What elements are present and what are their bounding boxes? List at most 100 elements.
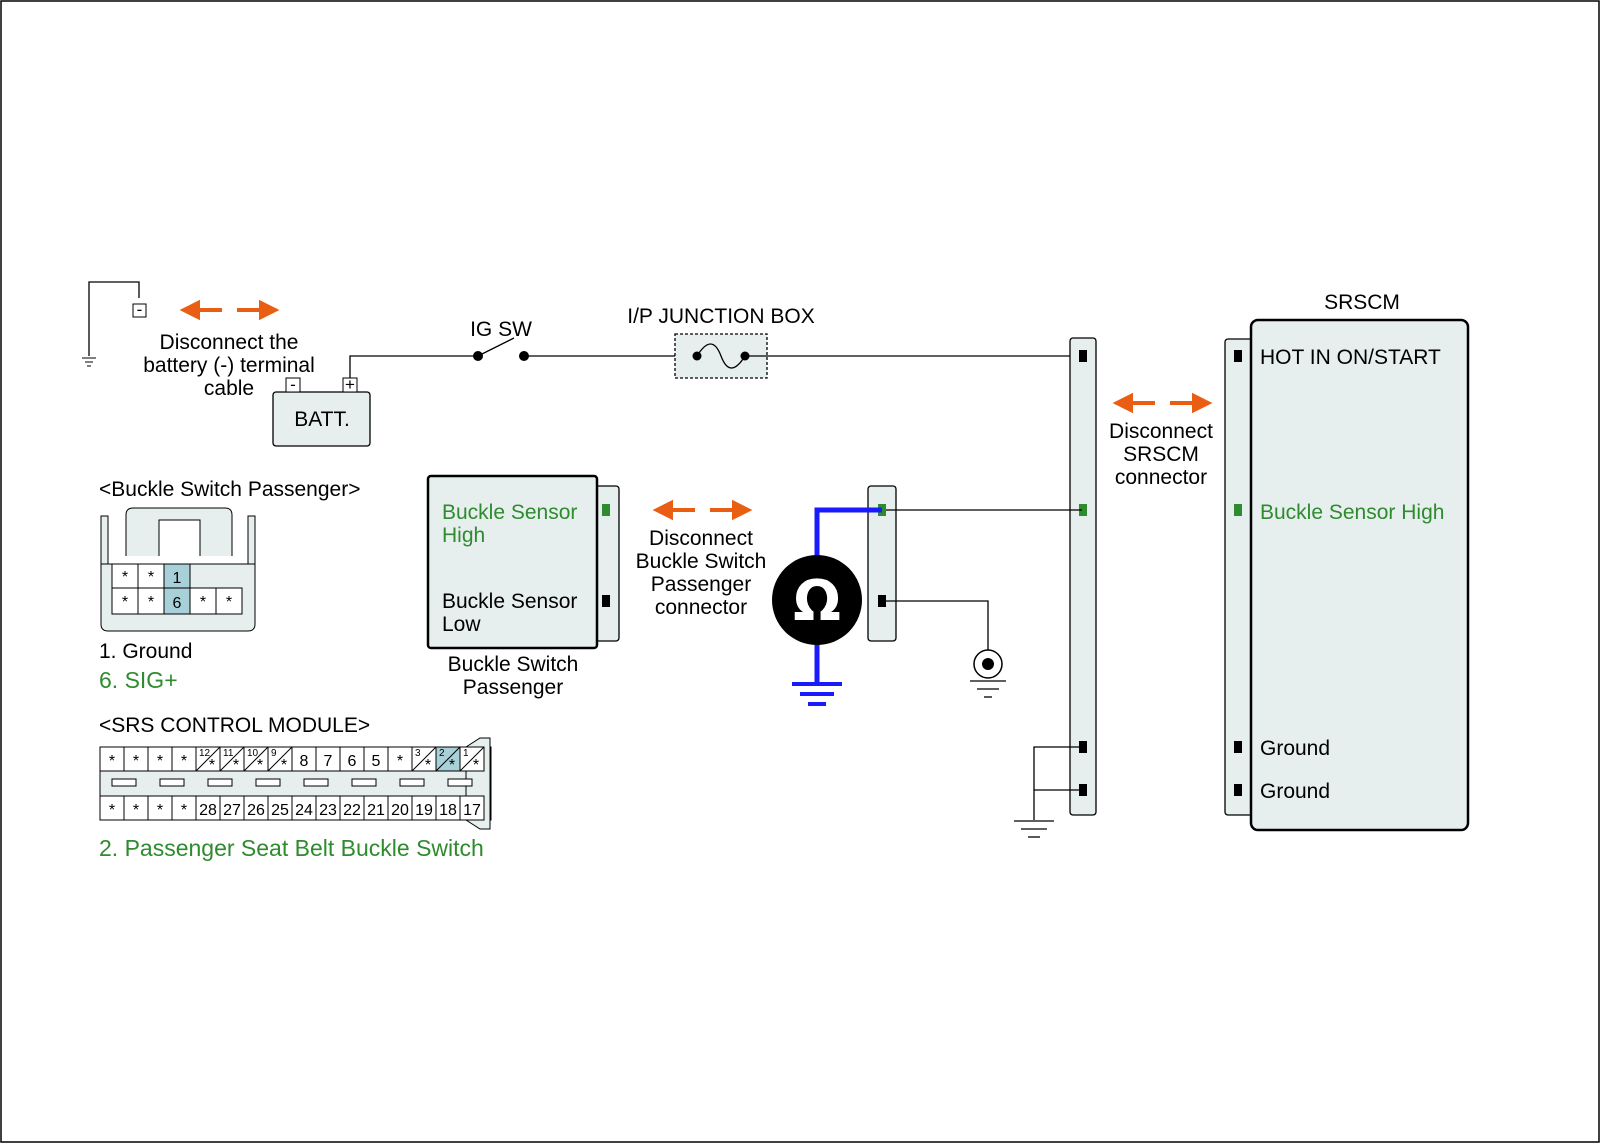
disconnect-arrow-buckle <box>652 499 753 521</box>
battery-section: - Disconnect the battery (-) terminal ca… <box>82 281 371 447</box>
srs-bottom-pin-label: * <box>133 802 139 819</box>
buckle-switch-pin-label-low-2: Low <box>442 613 481 636</box>
srs-top-pin-label: * <box>397 753 403 770</box>
harness-pin-power <box>1079 350 1087 362</box>
srs-slot <box>207 778 233 787</box>
buckle-note-line1: Disconnect <box>649 527 753 550</box>
srscm-pin-label-buckle-high: Buckle Sensor High <box>1260 501 1444 524</box>
battery-note-line2: battery (-) terminal <box>143 354 315 377</box>
srs-top-pin-star: * <box>425 757 431 774</box>
srs-connector-caption: 2. Passenger Seat Belt Buckle Switch <box>99 835 484 861</box>
srs-bottom-pin-label: * <box>181 802 187 819</box>
srscm-pin-label-ground-2: Ground <box>1260 780 1330 803</box>
srscm-pin-label-power: HOT IN ON/START <box>1260 346 1441 369</box>
buckle-connector-title: <Buckle Switch Passenger> <box>99 478 360 501</box>
srs-bottom-cell <box>243 795 269 821</box>
srscm-pin-label-ground-1: Ground <box>1260 737 1330 760</box>
battery-note-line3: cable <box>204 377 254 400</box>
srs-top-pin-label: * <box>109 753 115 770</box>
srs-bottom-pin-label: 21 <box>367 802 385 819</box>
srs-top-pin-label: * <box>133 753 139 770</box>
ground-symbol <box>82 357 96 367</box>
srs-connector-title: <SRS CONTROL MODULE> <box>99 714 370 737</box>
junction-box-label: I/P JUNCTION BOX <box>627 305 814 328</box>
disconnect-arrow-srscm <box>1112 392 1213 414</box>
srs-top-cell <box>123 746 149 772</box>
buckle-face-pin-top-3: 1 <box>173 570 182 587</box>
srs-slot <box>255 778 281 787</box>
srs-top-cell <box>291 746 317 772</box>
srscm-note-line2: SRSCM <box>1123 443 1199 466</box>
srs-top-cell <box>171 746 197 772</box>
body-ground-icon <box>970 649 1006 698</box>
srs-slot <box>399 778 425 787</box>
srs-slot-row <box>111 778 473 787</box>
srs-top-pin-star: * <box>233 757 239 774</box>
srs-slot <box>351 778 377 787</box>
buckle-connector-face: <Buckle Switch Passenger> * * 1 * * 6 * … <box>99 478 360 693</box>
harness-pin-buckle-high <box>1079 504 1087 516</box>
srs-top-slash <box>267 746 293 772</box>
battery-body <box>272 391 371 447</box>
srs-slot <box>303 778 329 787</box>
buckle-face-pin-bottom-4: * <box>200 594 206 611</box>
buckle-face-pin-bottom-5: * <box>226 594 232 611</box>
srs-bottom-cell <box>267 795 293 821</box>
buckle-note-line3: Passenger <box>651 573 751 596</box>
srs-bottom-cell <box>411 795 437 821</box>
ohmmeter-icon: Ω <box>772 555 862 645</box>
srs-top-cell <box>315 746 341 772</box>
battery-to-ignition-wire <box>349 355 478 378</box>
battery-note-line1: Disconnect the <box>160 331 299 354</box>
srs-bottom-cell <box>339 795 365 821</box>
srs-top-pin-label: 7 <box>324 753 333 770</box>
srs-bottom-cell <box>459 795 485 821</box>
srscm-pin-buckle-high <box>1234 504 1242 516</box>
battery-label: BATT. <box>294 408 350 431</box>
srs-top-pin-star: * <box>281 757 287 774</box>
srs-bottom-pin-label: 22 <box>343 802 361 819</box>
srs-bottom-pin-label: * <box>157 802 163 819</box>
srs-slot <box>447 778 473 787</box>
buckle-switch-pin-high <box>602 504 610 516</box>
srs-top-pin-label: 12 <box>199 748 211 759</box>
buckle-face-pin-bottom-2: * <box>148 594 154 611</box>
srs-top-pin-label: 3 <box>415 748 421 759</box>
buckle-note-line2: Buckle Switch <box>636 550 767 573</box>
ohmmeter-probe-lead <box>814 507 882 563</box>
junction-box: I/P JUNCTION BOX <box>627 305 815 379</box>
srs-bottom-pin-label: * <box>109 802 115 819</box>
srs-top-pin-star: * <box>257 757 263 774</box>
buckle-legend-ground: 1. Ground <box>99 640 192 663</box>
srs-top-slash <box>411 746 437 772</box>
buckle-face-pin-top-1: * <box>122 569 128 586</box>
srs-top-pin-label: 9 <box>271 748 277 759</box>
srs-top-pin-label: * <box>181 753 187 770</box>
srs-top-cell <box>363 746 389 772</box>
buckle-switch-pin-low <box>602 595 610 607</box>
srscm-pin-ground-1 <box>1234 741 1242 753</box>
disconnected-terminal-sign: - <box>137 300 143 319</box>
battery-neg-terminal <box>285 377 301 393</box>
srscm-pin-power <box>1234 350 1242 362</box>
srscm-body <box>1249 318 1470 832</box>
srs-top-pin-label: 11 <box>223 748 234 759</box>
srs-top-slash <box>459 746 485 772</box>
chassis-ground-icon <box>1014 820 1054 838</box>
srs-bottom-cell <box>315 795 341 821</box>
harness-buckle-connector <box>867 485 897 642</box>
buckle-switch-module: Buckle Sensor High Buckle Sensor Low Buc… <box>426 474 620 699</box>
harness-pin-ground-1 <box>1079 741 1087 753</box>
srs-bottom-cell <box>435 795 461 821</box>
battery-ground-wire <box>88 281 140 356</box>
srs-bottom-cell <box>99 795 125 821</box>
srs-bottom-pin-label: 23 <box>319 802 337 819</box>
srscm-note-line3: connector <box>1115 466 1207 489</box>
buckle-switch-pin-label-high-2: High <box>442 524 485 547</box>
srs-bottom-cell <box>195 795 221 821</box>
disconnected-terminal <box>132 303 147 318</box>
buckle-low-wire <box>886 600 989 650</box>
srs-top-slash <box>243 746 269 772</box>
